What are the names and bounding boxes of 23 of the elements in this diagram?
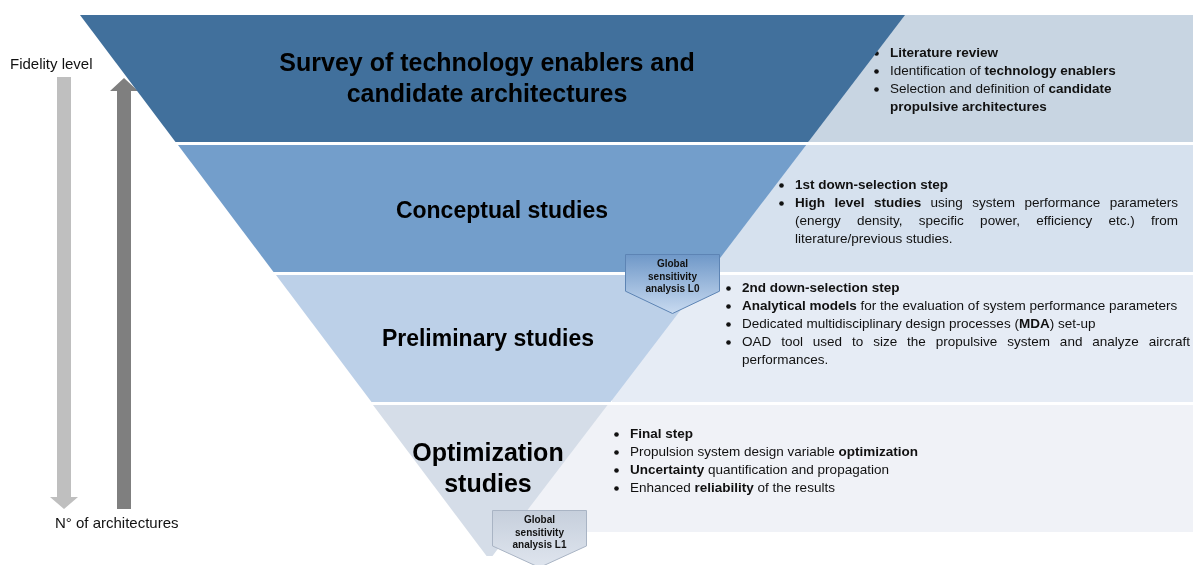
bullet-text: Propulsion system design variable optimization: [630, 443, 920, 461]
bullet-text: 1st down-selection step: [795, 176, 950, 194]
stage-title: Optimization studies: [411, 436, 565, 499]
pentagon-callout-tooltip: [492, 510, 587, 565]
stage-title: Conceptual studies: [394, 195, 610, 225]
bullet-text: Dedicated multidisciplinary design processes (MDA) set-up: [742, 315, 1097, 333]
pentagon-callout-tooltip: [625, 254, 720, 314]
callout-text: Global sensitivity analysis L1: [511, 514, 568, 552]
bullet-text: Literature review: [890, 44, 1000, 62]
axis-label: N° of architectures: [55, 514, 179, 531]
callout-text: Global sensitivity analysis L0: [644, 258, 701, 296]
bullet-text: Uncertainty quantification and propagation: [630, 461, 890, 479]
bullet-text: 2nd down-selection step: [742, 279, 901, 297]
bullet-text: Final step: [630, 425, 694, 443]
stage-title: Preliminary studies: [380, 323, 596, 353]
bullet-text: Selection and definition of candidate propulsive architectures: [890, 80, 1113, 116]
bullet-text: OAD tool used to size the propulsive system and analyze aircraft performances.: [742, 333, 1190, 369]
bullet-text: Enhanced reliability of the results: [630, 479, 836, 497]
stage-title: Survey of technology enablers and candidate architectures: [278, 46, 696, 109]
bullet-text: High level studies using system performance parameters (energy density, specific power, efficiency etc.) from literature/previous studies.: [795, 194, 1178, 248]
bullet-text: Identification of technology enablers: [890, 62, 1117, 80]
bullet-text: Analytical models for the evaluation of system performance parameters: [742, 297, 1179, 315]
axis-label: Fidelity level: [10, 55, 93, 72]
